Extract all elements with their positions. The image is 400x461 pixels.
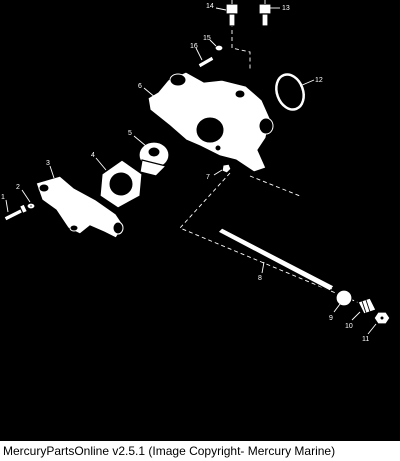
callout-7: 7	[206, 174, 210, 181]
part-o-ring[interactable]	[272, 71, 309, 114]
part-ball[interactable]	[335, 289, 353, 307]
alignment-lines	[179, 23, 363, 305]
callout-4: 4	[91, 152, 95, 159]
callout-1: 1	[1, 194, 5, 201]
leader-lines	[5, 7, 377, 335]
part-screw[interactable]	[197, 55, 215, 69]
callout-14: 14	[206, 3, 214, 10]
copyright-caption: MercuryPartsOnline v2.5.1 (Image Copyrig…	[0, 441, 400, 461]
part-nut[interactable]	[373, 311, 391, 325]
callout-2: 2	[16, 184, 20, 191]
part-gasket[interactable]	[99, 159, 143, 209]
part-stud[interactable]	[217, 227, 335, 292]
callout-3: 3	[46, 160, 50, 167]
callout-15: 15	[203, 35, 211, 42]
callout-16: 16	[190, 43, 198, 50]
callout-8: 8	[258, 275, 262, 282]
part-small-nut[interactable]	[221, 163, 232, 174]
part-thermostat[interactable]	[138, 141, 170, 177]
part-temperature-sender[interactable]	[258, 0, 272, 27]
callout-10: 10	[345, 323, 353, 330]
callout-labels: 1 2 3 4 5 6 7 8 9 10 11 12 13 14 15 16	[1, 3, 369, 343]
part-thermostat-housing[interactable]	[147, 71, 274, 173]
part-washer[interactable]	[26, 202, 36, 210]
part-small-washer[interactable]	[214, 44, 224, 52]
part-temperature-switch[interactable]	[225, 0, 239, 27]
part-bolt[interactable]	[3, 203, 29, 222]
callout-6: 6	[138, 83, 142, 90]
callout-5: 5	[128, 130, 132, 137]
callout-11: 11	[362, 336, 369, 343]
callout-13: 13	[282, 5, 290, 12]
callout-9: 9	[329, 315, 333, 322]
callout-12: 12	[315, 77, 323, 84]
part-spring[interactable]	[357, 297, 377, 315]
exploded-parts-diagram: 1 2 3 4 5 6 7 8 9 10 11 12 13 14 15 16	[1, 0, 391, 343]
part-elbow-housing[interactable]	[35, 175, 125, 239]
